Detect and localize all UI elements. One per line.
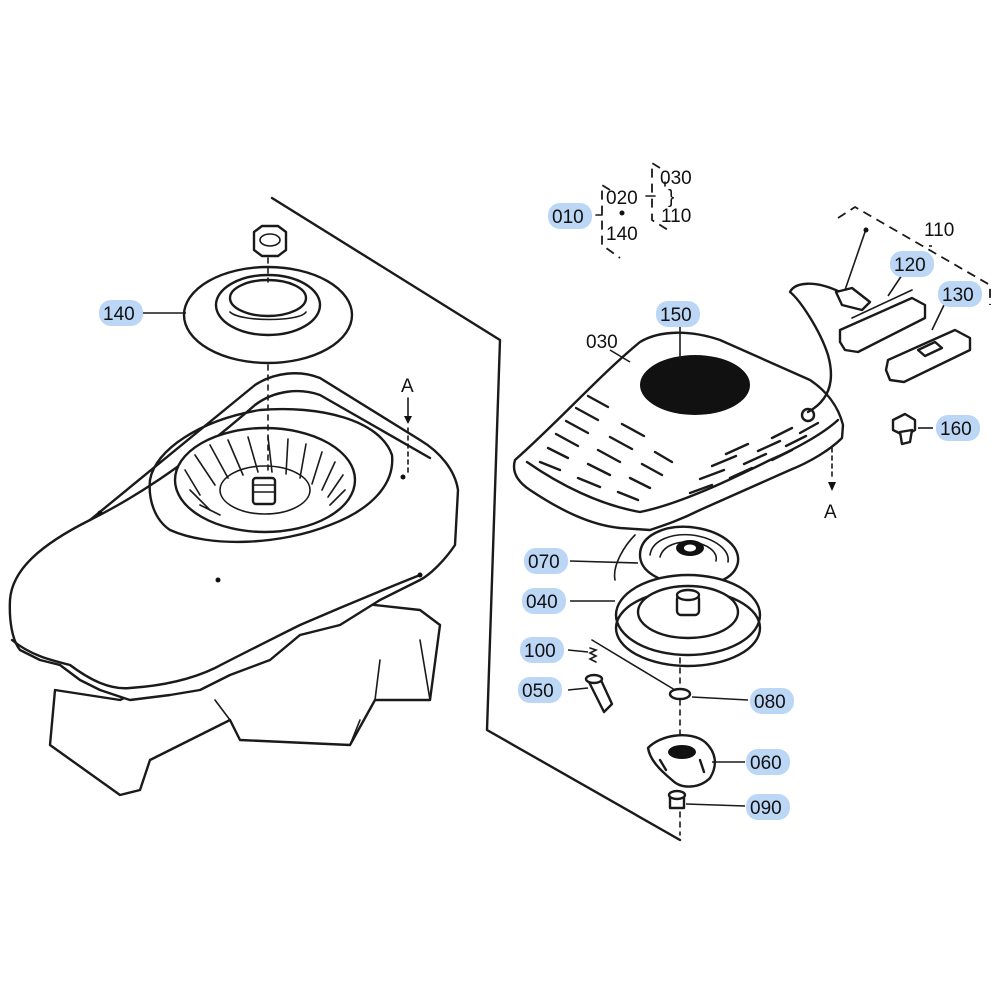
nut-and-screen-cup xyxy=(182,224,354,471)
callout-110: 110 xyxy=(924,220,954,241)
starter-rope-and-handle xyxy=(788,205,991,414)
tree-sub-first: 030 xyxy=(660,168,692,189)
shroud-hole xyxy=(215,577,221,583)
tree-child-b: 140 xyxy=(606,224,638,245)
pawl-spring xyxy=(588,647,599,663)
tree-sub-range: } xyxy=(668,187,674,208)
shroud-hole xyxy=(417,572,423,578)
friction-plate xyxy=(646,734,717,788)
callout-labels: 010 140 150 030 110 120 130 160 070 040 … xyxy=(99,203,982,820)
exploded-view-panel xyxy=(270,196,682,842)
leader-lines xyxy=(139,245,945,807)
callout-010: 010 xyxy=(552,207,584,228)
section-marker-left: A xyxy=(401,376,414,397)
callout-080: 080 xyxy=(754,692,786,713)
callout-120: 120 xyxy=(894,255,926,276)
callout-030: 030 xyxy=(586,332,618,353)
callout-090: 090 xyxy=(750,798,782,819)
rope-guide xyxy=(800,407,816,423)
flange-nut xyxy=(252,224,288,258)
callout-100: 100 xyxy=(524,641,556,662)
recoil-starter-assembly: A xyxy=(512,331,845,836)
callout-040: 040 xyxy=(526,592,558,613)
assembly-tree: 020 140 030 } 110 xyxy=(595,161,692,259)
starter-cover xyxy=(512,331,845,532)
shroud-hole xyxy=(400,474,406,480)
intake-grille xyxy=(640,355,750,415)
engine-shroud-assembly: A xyxy=(8,372,460,797)
fan-blades xyxy=(184,436,346,516)
callout-140: 140 xyxy=(103,304,135,325)
starter-handle xyxy=(838,296,927,354)
shroud-hole xyxy=(97,510,103,516)
handle-group-bracket xyxy=(837,205,991,305)
callout-160: 160 xyxy=(940,419,972,440)
callout-070: 070 xyxy=(528,552,560,573)
fan-hub xyxy=(251,476,277,506)
callout-050: 050 xyxy=(522,681,554,702)
callout-130: 130 xyxy=(942,285,974,306)
shroud-body xyxy=(8,372,460,702)
cover-slots xyxy=(538,394,820,502)
callout-060: 060 xyxy=(750,753,782,774)
handle-grip xyxy=(884,328,972,384)
shroud-recess xyxy=(148,407,394,544)
mounting-bolt xyxy=(891,412,917,446)
washer xyxy=(668,687,692,701)
fan-wheel-inner xyxy=(219,465,311,515)
section-marker-right: A xyxy=(824,502,837,523)
starter-rope xyxy=(788,282,842,414)
shroud-upper-rim xyxy=(88,389,432,522)
callout-150: 150 xyxy=(660,305,692,326)
cup-opening xyxy=(228,278,308,318)
engine-base-edge xyxy=(214,639,431,746)
tree-child-a: 020 xyxy=(606,188,638,209)
shroud-lower-rim xyxy=(10,573,422,690)
tree-sub-last: 110 xyxy=(661,206,691,227)
